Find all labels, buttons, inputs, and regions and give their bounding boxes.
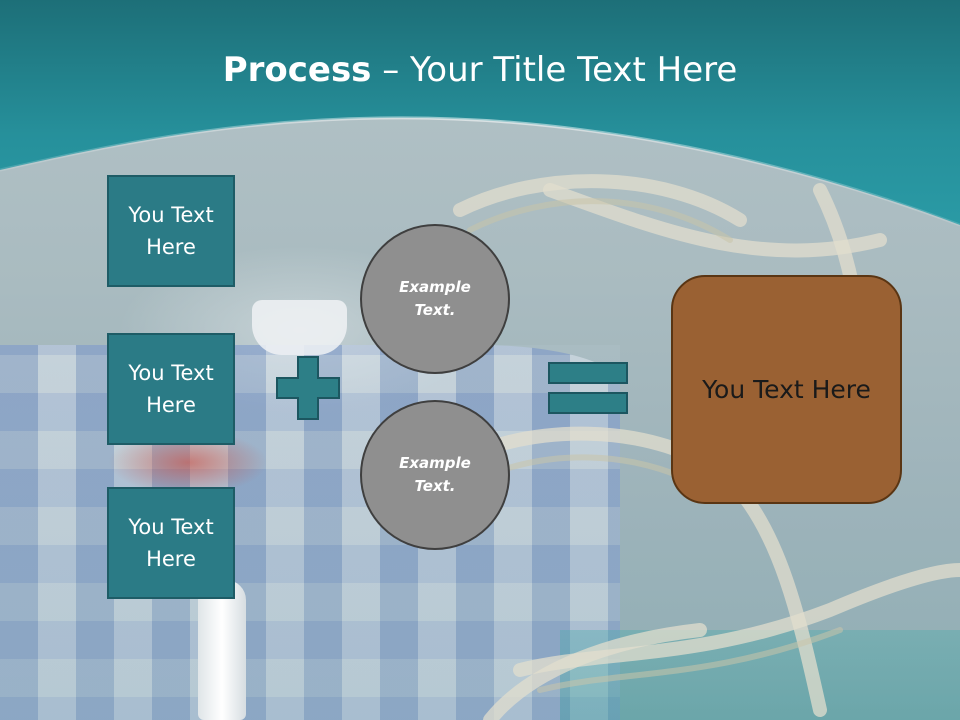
result-box[interactable]: You Text Here: [671, 275, 902, 504]
example-circle-1-label: Example Text.: [399, 278, 471, 319]
input-box-3[interactable]: You Text Here: [107, 487, 235, 599]
title-rest: – Your Title Text Here: [371, 50, 738, 90]
result-box-label: You Text Here: [702, 375, 871, 404]
example-circle-2-label: Example Text.: [399, 454, 471, 495]
title-bold: Process: [222, 50, 372, 90]
input-box-1[interactable]: You Text Here: [107, 175, 235, 287]
equals-icon: [548, 362, 628, 414]
input-box-2[interactable]: You Text Here: [107, 333, 235, 445]
input-box-3-label: You Text Here: [128, 515, 214, 571]
slide-title: Process – Your Title Text Here: [0, 50, 960, 90]
background-cup: [252, 300, 347, 355]
header-band: [0, 0, 960, 227]
background-vase: [198, 580, 246, 720]
input-box-2-label: You Text Here: [128, 361, 214, 417]
example-circle-1[interactable]: Example Text.: [360, 224, 510, 374]
example-circle-2[interactable]: Example Text.: [360, 400, 510, 550]
plus-icon: [276, 356, 340, 420]
input-box-1-label: You Text Here: [128, 203, 214, 259]
